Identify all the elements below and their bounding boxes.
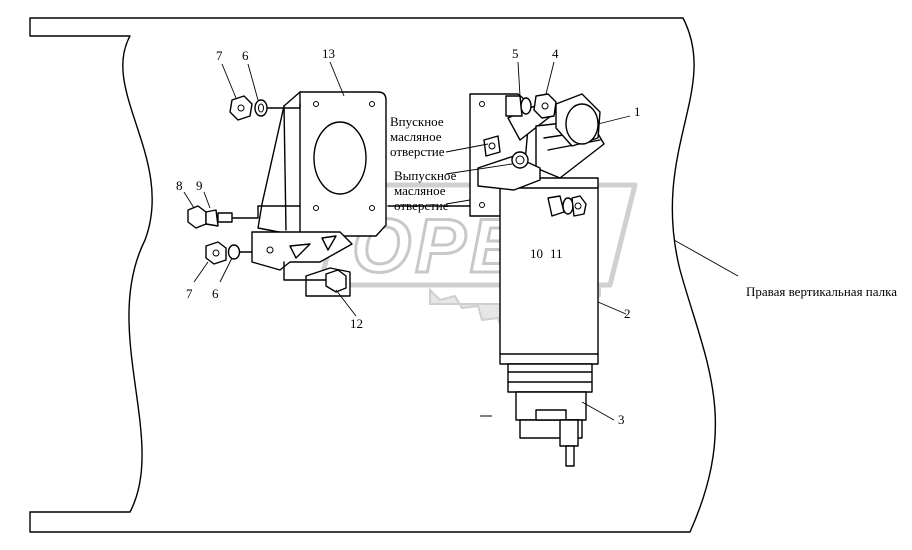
callout-12: 12 (350, 316, 363, 331)
inlet-fitting (483, 135, 501, 157)
outlet-label-line-2: масляное (394, 183, 446, 198)
callout-2: 2 (624, 306, 631, 321)
nut-washer-lower (205, 241, 253, 265)
filter-canister (499, 177, 599, 393)
nut-washer-top (229, 95, 301, 121)
pump-body (477, 93, 605, 191)
callout-9: 9 (196, 178, 203, 193)
fasteners-10-11 (387, 195, 587, 217)
callout-8: 8 (176, 178, 183, 193)
inlet-label-line-1: Впускное (390, 114, 444, 129)
fasteners-5-4 (505, 93, 557, 119)
bolt-left (187, 205, 301, 229)
callout-3: 3 (618, 412, 625, 427)
frame-rail-outline (29, 17, 717, 533)
callout-11: 11 (550, 246, 563, 261)
bolt-12 (283, 261, 347, 293)
outlet-label-line-1: Выпускное (394, 168, 457, 183)
callout-7-lower: 7 (186, 286, 193, 301)
leader-lines (183, 61, 739, 421)
inlet-label-line-2: масляное (390, 129, 442, 144)
callout-4: 4 (552, 46, 559, 61)
sensor-unit (480, 391, 587, 467)
callout-13: 13 (322, 46, 335, 61)
callout-10: 10 (530, 246, 543, 261)
bracket-13 (257, 91, 387, 237)
callout-6-lower: 6 (212, 286, 219, 301)
callout-5: 5 (512, 46, 519, 61)
inlet-label-line-3: отверстие (390, 144, 445, 159)
callout-7-top: 7 (216, 48, 223, 63)
callout-6-top: 6 (242, 48, 249, 63)
callout-1: 1 (634, 104, 641, 119)
right-rail-label: Правая вертикальная палка (746, 284, 897, 299)
outlet-label-line-3: отверстие (394, 198, 449, 213)
